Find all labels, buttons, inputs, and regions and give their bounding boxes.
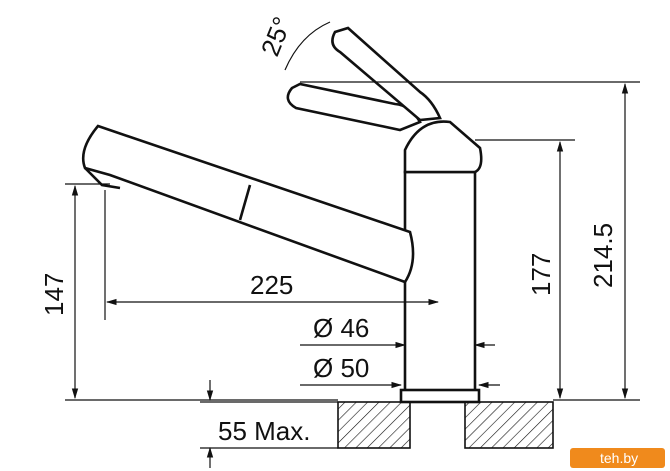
lever-raised — [331, 26, 442, 122]
dim-spout-height — [65, 183, 338, 401]
label-body-height: 177 — [526, 253, 556, 296]
label-diameter-50: Ø 50 — [313, 353, 369, 383]
lever-lower — [286, 82, 422, 132]
faucet-body — [399, 170, 481, 404]
dim-body-height — [475, 139, 575, 400]
label-diameter-46: Ø 46 — [313, 313, 369, 343]
label-max-thickness: 55 Max. — [218, 416, 311, 446]
label-spout-reach: 225 — [250, 270, 293, 300]
countertop — [200, 401, 554, 449]
lever-base — [403, 120, 483, 174]
label-angle: 25° — [255, 13, 298, 61]
label-total-height: 214.5 — [588, 223, 618, 288]
watermark-text: teh.by — [600, 450, 638, 466]
dim-max-thickness — [200, 380, 338, 468]
angle-arc — [284, 21, 331, 71]
dim-total-height — [300, 81, 640, 401]
watermark: teh.by — [570, 448, 665, 468]
label-spout-height: 147 — [39, 273, 69, 316]
spout — [81, 124, 415, 284]
dim-spout-reach — [104, 190, 440, 320]
